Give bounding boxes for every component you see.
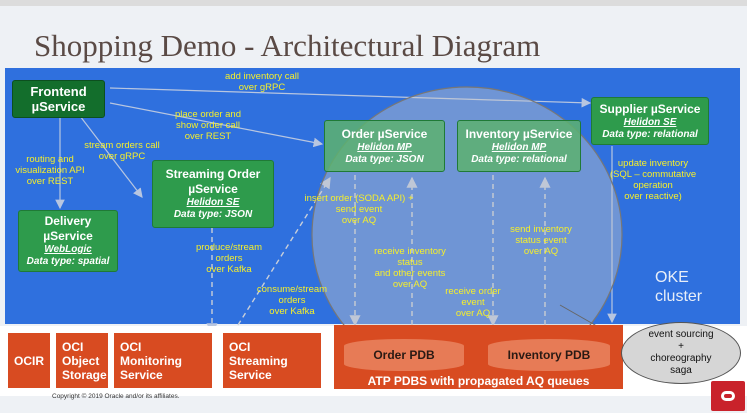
arrow-frontend-supplier [109, 87, 592, 108]
top-strip [0, 0, 747, 6]
page-title: Shopping Demo - Architectural Diagram [34, 28, 541, 63]
order-pdb: Order PDB [344, 339, 464, 371]
frontend-service: Frontend µService [12, 80, 105, 118]
streaming-order-service: Streaming Order µService Helidon SE Data… [152, 160, 274, 228]
delivery-name: Delivery µService [43, 214, 93, 243]
inventory-service: Inventory µService Helidon MP Data type:… [457, 120, 581, 172]
order-name: Order µService [341, 126, 428, 141]
oracle-logo-icon [711, 381, 745, 411]
inventory-framework: Helidon MP [491, 141, 547, 153]
supplier-framework: Helidon SE [623, 116, 677, 128]
arrow-frontend-order [109, 102, 324, 148]
streaming-name-2: µService [188, 182, 238, 196]
order-datatype: Data type: JSON [345, 153, 424, 165]
arrow-frontend-streaming [79, 115, 143, 198]
supplier-service: Supplier µService Helidon SE Data type: … [591, 97, 709, 145]
order-framework: Helidon MP [357, 141, 412, 153]
dash-kafka-order [237, 176, 331, 326]
inventory-pdb: Inventory PDB [488, 339, 610, 371]
streaming-name: Streaming Order [165, 167, 261, 181]
frontend-name: Frontend [30, 84, 87, 99]
atp-label: ATP PDBS with propagated AQ queues [367, 374, 590, 388]
inventory-datatype: Data type: relational [471, 153, 567, 165]
delivery-framework: WebLogic [44, 244, 92, 255]
copyright: Copyright © 2019 Oracle and/or its affil… [52, 393, 180, 400]
inventory-name: Inventory µService [465, 126, 573, 141]
frontend-name-2: µService [31, 99, 86, 114]
streaming-datatype: Data type: JSON [173, 209, 253, 220]
supplier-datatype: Data type: relational [602, 128, 698, 140]
ocir-box: OCIR [8, 333, 50, 388]
order-service: Order µService Helidon MP Data type: JSO… [324, 120, 445, 172]
streaming-framework: Helidon SE [186, 197, 240, 208]
delivery-datatype: Data type: spatial [26, 256, 110, 267]
supplier-name: Supplier µService [599, 101, 701, 116]
delivery-service: Delivery µService WebLogic Data type: sp… [18, 210, 118, 272]
